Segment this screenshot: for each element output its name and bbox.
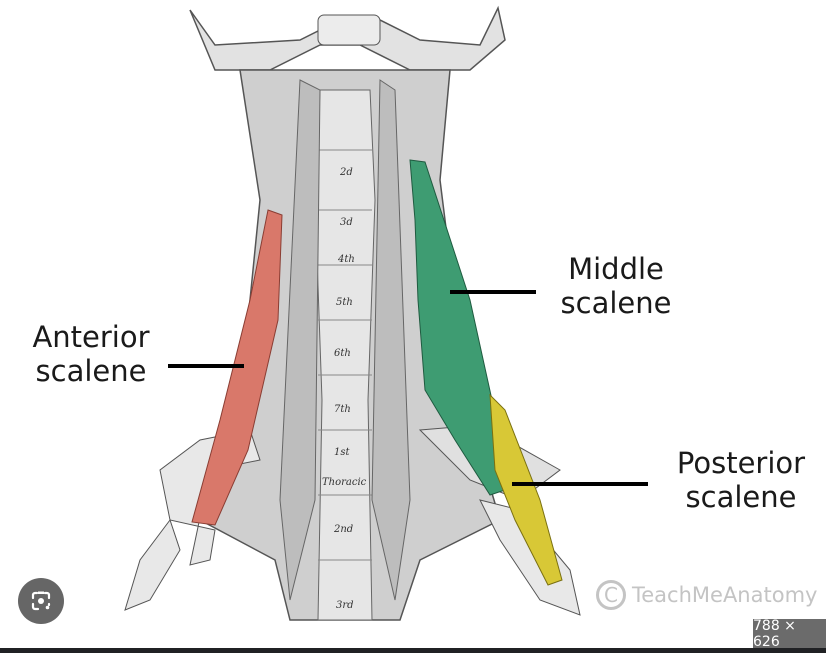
label-line: Middle <box>568 252 664 286</box>
label-line: scalene <box>560 286 672 320</box>
google-lens-icon <box>31 591 51 611</box>
left-clavicle <box>124 518 181 611</box>
label-anterior-scalene: Anterior scalene <box>14 320 168 388</box>
image-dimensions-badge: 788 × 626 <box>753 618 826 650</box>
label-line: scalene <box>35 354 147 388</box>
label-middle-scalene: Middle scalene <box>544 252 688 320</box>
hyoid <box>317 14 381 46</box>
watermark: C TeachMeAnatomy <box>596 580 817 610</box>
vertebra-label: 5th <box>336 297 353 308</box>
bottom-bar <box>0 648 826 653</box>
vertebra-labels: 2d 3d 4th 5th 6th 7th 1st Thoracic 2nd 3… <box>322 167 367 611</box>
copyright-icon: C <box>596 580 626 610</box>
label-posterior-scalene: Posterior scalene <box>656 446 826 514</box>
posterior-scalene-muscle <box>489 393 563 586</box>
vertebra-label: 6th <box>334 348 351 359</box>
vertebra-label: 1st <box>334 447 350 458</box>
vertebra-label: 7th <box>334 404 351 415</box>
label-line: Posterior <box>676 446 806 480</box>
google-lens-button[interactable] <box>18 578 64 624</box>
longus-colli-right <box>371 79 411 601</box>
middle-scalene-muscle <box>409 159 506 496</box>
vertebra-label: 2nd <box>333 524 353 535</box>
vertebra-label: 3d <box>340 217 353 228</box>
vertebra-label: Thoracic <box>322 477 367 488</box>
label-line: scalene <box>685 480 797 514</box>
vertebra-label: 3rd <box>336 600 354 611</box>
longus-colli-left <box>279 79 321 601</box>
watermark-text: TeachMeAnatomy <box>632 583 818 607</box>
vertebra-label: 4th <box>337 254 355 265</box>
label-line: Anterior <box>32 320 150 354</box>
vertebra-label: 2d <box>339 167 353 178</box>
